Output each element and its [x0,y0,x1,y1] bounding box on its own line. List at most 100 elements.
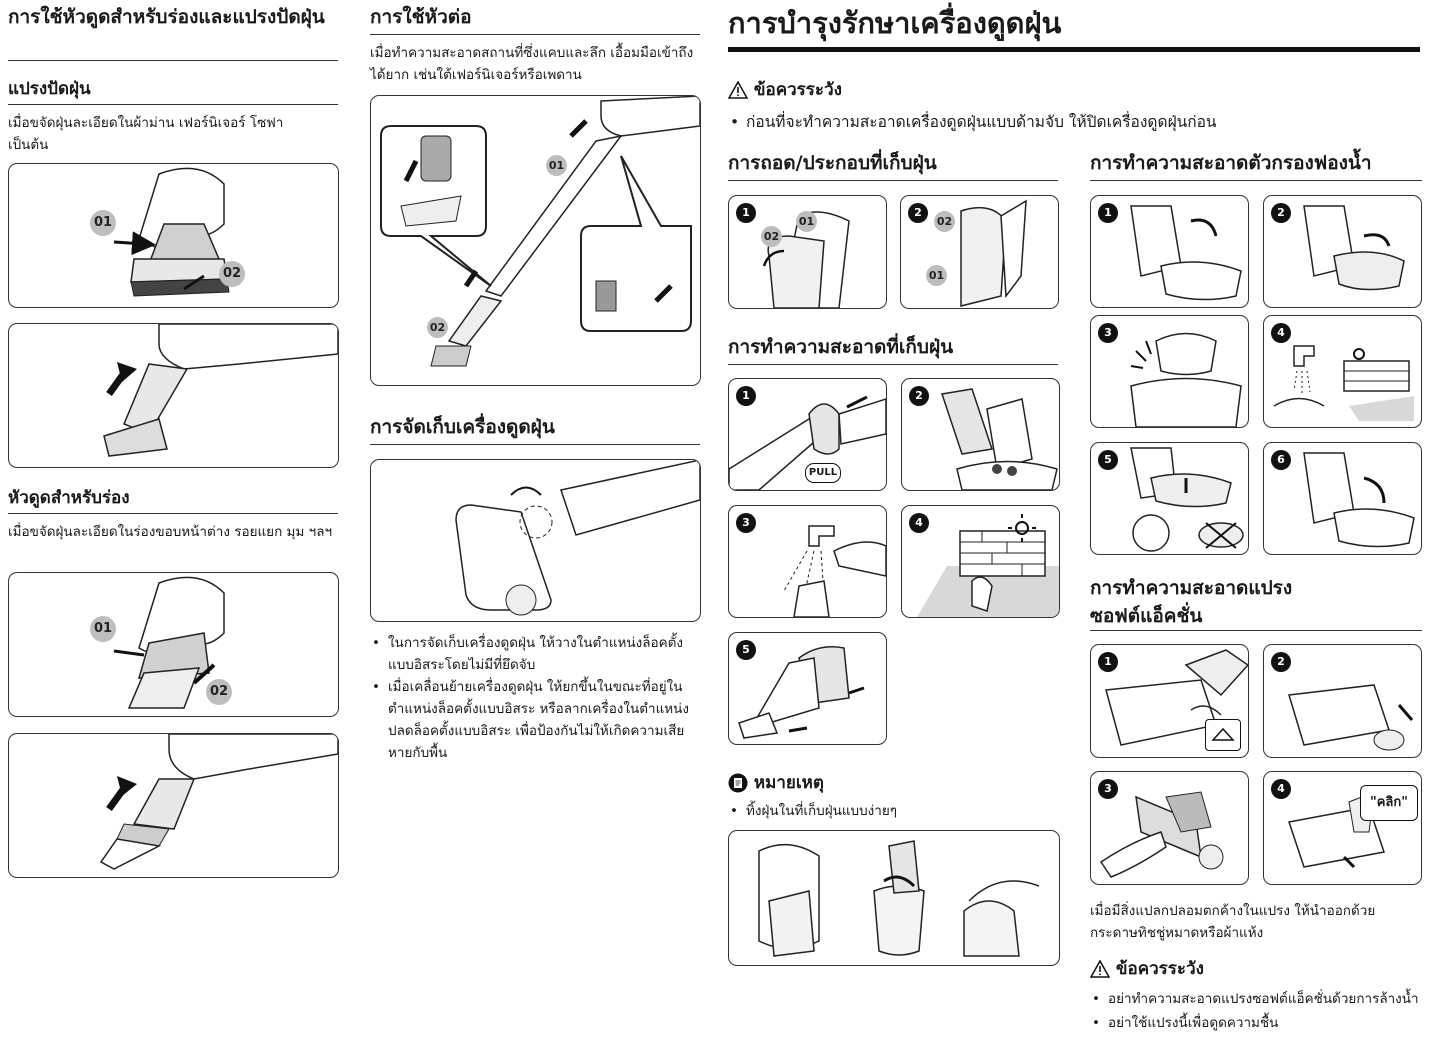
illustration-sponge-2: 2 [1263,195,1422,308]
brush-heading: แปรงปัดฝุ่น [8,79,91,99]
bin-clean-4-drawing [917,514,1059,617]
soft-brush-description: เมื่อมีสิ่งแปลกปลอมตกค้างในแปรง ให้นำออก… [1090,903,1376,941]
illustration-soft-brush-1: 1 [1090,644,1249,758]
step-number-3: 3 [736,513,756,533]
illustration-sponge-5: 5 [1090,442,1249,555]
storage-drawing [455,460,700,616]
soft-brush-caution-heading: ข้อควรระวัง [1090,957,1204,981]
extension-drawing [380,96,700,367]
illustration-crevice-use [8,733,339,878]
soft-brush-caution-list: อย่าทำความสะอาดแปรงซอฟต์แอ็คชั่นด้วยการล… [1090,987,1422,1035]
step-number-1: 1 [736,203,756,223]
step-number-2: 2 [908,203,928,223]
soft-brush-caution-label: ข้อควรระวัง [1115,959,1204,979]
illustration-bin-clean-4: 4 [901,505,1060,618]
divider [8,104,338,105]
step-number-4: 4 [909,513,929,533]
step-number-4: 4 [1271,323,1291,343]
warning-icon [728,81,748,99]
crevice-attach-drawing [113,576,225,709]
illustration-sponge-4: 4 [1263,315,1422,428]
step-number-6: 6 [1271,450,1291,470]
illustration-brush-use [8,323,339,468]
caution-list: ก่อนที่จะทำความสะอาดเครื่องดูดฝุ่นแบบด้า… [728,110,1418,134]
step-number-1: 1 [736,386,756,406]
storage-bullet-2: เมื่อเคลื่อนย้ายเครื่องดูดฝุ่น ให้ยกขึ้น… [370,676,695,764]
step-number-3: 3 [1098,323,1118,343]
step-number-3: 3 [1098,779,1118,799]
note-list: ทิ้งฝุ่นในที่เก็บฝุ่นแบบง่ายๆ [728,800,1058,822]
divider [370,34,700,35]
caution-label: ข้อควรระวัง [753,80,842,100]
illustration-soft-brush-3: 3 [1090,771,1249,885]
bin-remove-2-drawing [960,199,1027,307]
step-label-01: 01 [546,155,567,176]
step-number-1: 1 [1098,652,1118,672]
note-icon [728,773,748,793]
crevice-use-drawing [99,734,338,870]
step-label-02: 02 [427,317,448,338]
brush-use-drawing [103,324,338,457]
step-number-2: 2 [1271,652,1291,672]
step-label-02: 02 [934,211,955,232]
divider [1090,180,1422,181]
step-label-02: 02 [206,679,232,705]
soft-brush-4-drawing [1288,791,1385,869]
note-heading: หมายเหตุ [728,771,824,795]
illustration-soft-brush-4: 4 "คลิก" [1263,771,1422,885]
divider [728,180,1058,181]
sponge-5-drawing [1130,447,1244,552]
soft-brush-caution-2: อย่าใช้แปรงนี้เพื่อดูดความชื้น [1090,1011,1422,1035]
section-title-storage: การจัดเก็บเครื่องดูดฝุ่น [370,416,555,438]
step-number-5: 5 [1098,450,1118,470]
empty-bin-drawing [758,840,1040,957]
illustration-sponge-3: 3 [1090,315,1249,428]
section-title-extension: การใช้หัวต่อ [370,6,472,28]
step-label-02: 02 [219,261,245,287]
illustration-bin-clean-3: 3 [728,505,887,618]
illustration-sponge-1: 1 [1090,195,1249,308]
section-title-attachments: การใช้หัวดูดสำหรับร่องและแปรงปัดฝุ่น [8,6,325,28]
caution-heading: ข้อควรระวัง [728,78,842,102]
illustration-bin-clean-2: 2 [901,378,1060,491]
soft-brush-2-drawing [1288,684,1414,751]
section-title-bin-clean: การทำความสะอาดที่เก็บฝุ่น [728,336,954,358]
note-text: ทิ้งฝุ่นในที่เก็บฝุ่นแบบง่ายๆ [728,800,1058,822]
step-number-4: 4 [1271,779,1291,799]
soft-brush-title-line2: ซอฟต์แอ็คชั่น [1090,605,1203,627]
illustration-crevice-attach: 01 02 [8,572,339,717]
section-title-soft-brush: การทำความสะอาดแปรง ซอฟต์แอ็คชั่น [1090,574,1292,630]
divider [728,364,1058,365]
step-number-5: 5 [736,640,756,660]
brush-description: เมื่อขจัดฝุ่นละเอียดในผ้าม่าน เฟอร์นิเจอ… [8,115,284,153]
illustration-bin-clean-1: 1 PULL [728,378,887,491]
step-label-02: 02 [761,226,782,247]
illustration-empty-bin [728,830,1060,966]
soft-brush-3-drawing [1099,791,1224,878]
step-label-01: 01 [926,265,947,286]
divider [1090,630,1422,631]
page-title: การบำรุงรักษาเครื่องดูดฝุ่น [728,6,1062,40]
step-label-01: 01 [90,210,116,236]
divider [8,60,338,61]
note-label: หมายเหตุ [753,773,824,793]
sponge-3-drawing [1130,332,1242,427]
step-number-1: 1 [1098,203,1118,223]
bin-clean-3-drawing [783,525,886,617]
illustration-soft-brush-2: 2 [1263,644,1422,758]
click-callout: "คลิก" [1360,785,1418,821]
divider [8,513,338,514]
storage-bullet-1: ในการจัดเก็บเครื่องดูดฝุ่น ให้วางในตำแหน… [370,632,695,676]
sponge-2-drawing [1303,205,1405,291]
extension-description: เมื่อทำความสะอาดสถานที่ซึ่งแคบและลึก เอื… [370,45,694,83]
illustration-brush-attach: 01 02 [8,163,339,308]
divider [370,444,700,445]
release-button-icon [1205,719,1241,751]
bin-clean-5-drawing [738,646,865,739]
brush-attach-drawing [113,167,230,297]
crevice-description: เมื่อขจัดฝุ่นละเอียดในร่องขอบหน้าต่าง รอ… [8,524,333,540]
sponge-6-drawing [1303,452,1415,548]
section-title-sponge: การทำความสะอาดตัวกรองฟองน้ำ [1090,152,1372,174]
soft-brush-title-line1: การทำความสะอาดแปรง [1090,577,1293,599]
pull-tab-label: PULL [805,463,841,483]
